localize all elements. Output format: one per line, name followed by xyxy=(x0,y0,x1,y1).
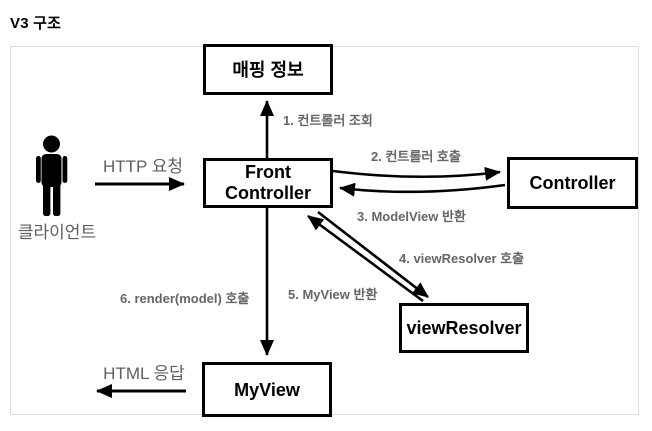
step3-arrow xyxy=(339,182,506,197)
client-label: 클라이언트 xyxy=(17,223,97,242)
node-my-view-label: MyView xyxy=(234,379,300,400)
step2-arrow xyxy=(332,166,501,181)
node-view-resolver-label: viewResolver xyxy=(406,318,522,338)
http-request-label: HTTP 요청 xyxy=(102,157,184,176)
node-controller-label: Controller xyxy=(529,173,616,193)
node-my-view: MyView xyxy=(202,362,332,417)
diagram-title: V3 구조 xyxy=(10,15,62,32)
step1-label: 1. 컨트롤러 조회 xyxy=(283,113,373,128)
node-front-controller-label-line2: Controller xyxy=(224,183,311,203)
html-response-label: HTML 응답 xyxy=(103,364,185,383)
node-controller: Controller xyxy=(507,157,638,209)
step5-label: 5. MyView 반환 xyxy=(288,287,378,302)
step6-label: 6. render(model) 호출 xyxy=(120,291,250,306)
step5-arrow xyxy=(307,214,424,303)
step4-label: 4. viewResolver 호출 xyxy=(399,251,525,266)
step4-arrow xyxy=(317,210,429,299)
node-mapping-info: 매핑 정보 xyxy=(203,44,333,95)
person-icon xyxy=(36,135,68,216)
node-view-resolver: viewResolver xyxy=(399,303,529,353)
node-front-controller-label-line1: Front xyxy=(245,162,291,182)
step2-label: 2. 컨트롤러 호출 xyxy=(371,149,461,164)
node-front-controller: Front Controller xyxy=(203,158,333,208)
diagram-frame xyxy=(10,46,639,415)
step3-label: 3. ModelView 반환 xyxy=(357,209,466,224)
node-mapping-info-label: 매핑 정보 xyxy=(232,59,304,80)
